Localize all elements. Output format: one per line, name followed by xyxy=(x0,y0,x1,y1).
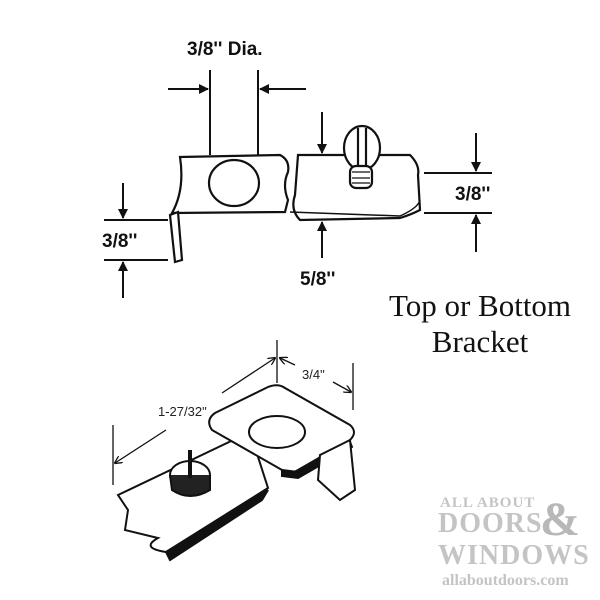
left-height-label: 3/8'' xyxy=(102,231,137,252)
bottom-width-label: 5/8'' xyxy=(300,269,335,290)
bottom-dimension-lines xyxy=(112,340,354,485)
watermark-line-1: ALL ABOUT xyxy=(440,495,536,511)
width-label: 3/4" xyxy=(302,367,325,382)
bottom-bracket-drawing xyxy=(116,384,357,562)
watermark-ampersand: & xyxy=(540,493,580,546)
top-bracket-drawing xyxy=(168,124,422,264)
length-label: 1-27/32" xyxy=(158,404,207,419)
top-dimension-lines xyxy=(104,70,492,298)
diagram-title: Top or Bottom Bracket xyxy=(360,288,600,360)
right-height-label: 3/8'' xyxy=(455,184,490,205)
title-line-2: Bracket xyxy=(431,324,529,359)
hole-diameter-label: 3/8'' Dia. xyxy=(187,39,263,60)
watermark-line-2: DOORS xyxy=(438,508,543,539)
watermark-url: allaboutdoors.com xyxy=(442,572,569,589)
watermark-line-3: WINDOWS xyxy=(438,540,590,571)
title-line-1: Top or Bottom xyxy=(388,288,572,323)
